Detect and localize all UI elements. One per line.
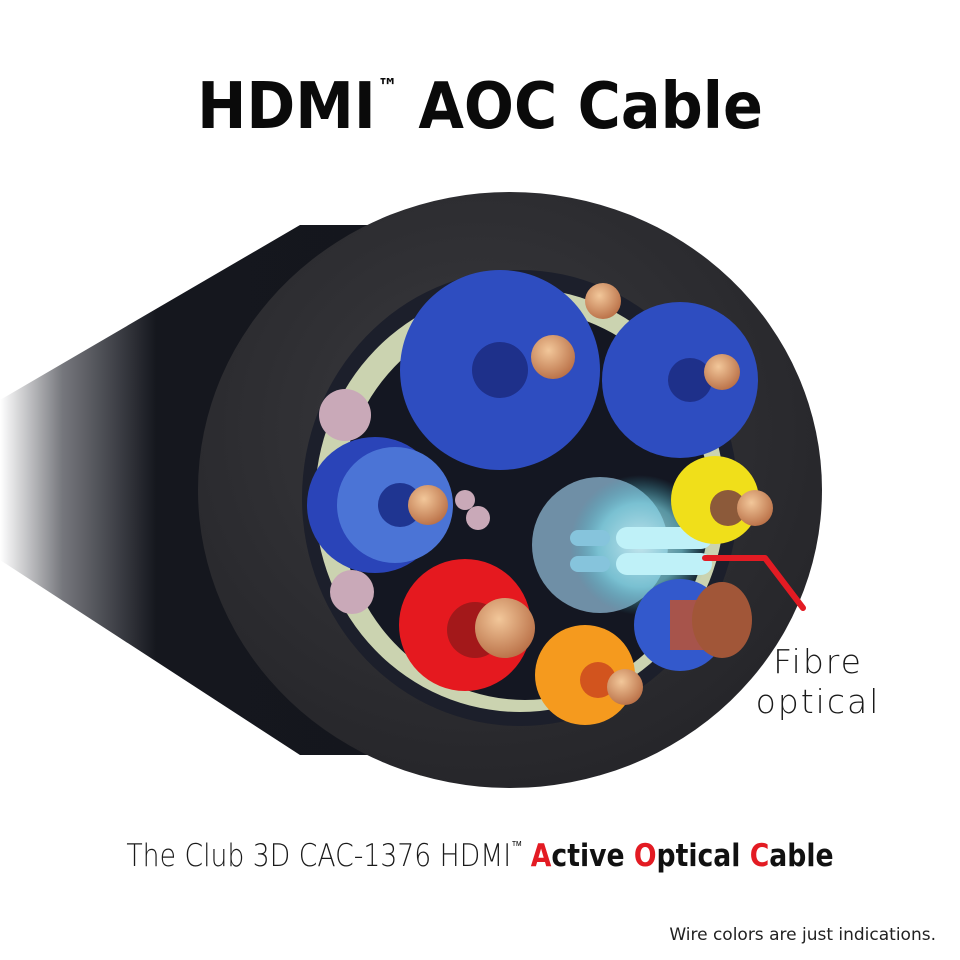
fibre-label-line1: Fibre	[773, 642, 863, 681]
caption-initial-a: A	[530, 838, 552, 874]
cable-cross-section-illustration	[0, 192, 822, 788]
title-rest: AOC Cable	[397, 70, 763, 144]
fibre-optical-label: Fibre optical	[748, 642, 888, 722]
product-caption: The Club 3D CAC-1376 HDMI™ Active Optica…	[67, 838, 893, 874]
red-conductor	[399, 559, 535, 691]
blue-conductor-small	[307, 437, 453, 573]
drain-wire-top	[585, 283, 621, 319]
fibre-label-line2: optical	[755, 682, 881, 721]
caption-initial-o: O	[633, 838, 657, 874]
caption-word-active: ctive	[551, 838, 634, 874]
caption-prefix: The Club 3D CAC-1376 HDMI	[126, 838, 512, 874]
trademark-symbol: ™	[377, 75, 398, 100]
large-blue-conductor-right	[602, 302, 758, 458]
caption-word-optical: ptical	[656, 838, 750, 874]
title-main: HDMI	[197, 70, 376, 144]
fibre-callout-line	[702, 555, 806, 611]
yellow-conductor	[671, 456, 773, 544]
caption-initial-c: C	[749, 838, 770, 874]
caption-trademark: ™	[511, 839, 523, 854]
orange-conductor	[535, 625, 643, 725]
page-title: HDMI™ AOC Cable	[38, 70, 921, 144]
wire-colors-disclaimer: Wire colors are just indications.	[669, 925, 936, 945]
caption-word-cable: able	[769, 838, 834, 874]
large-blue-conductor-left	[400, 270, 600, 470]
blue-conductor-lower-right	[634, 579, 752, 671]
